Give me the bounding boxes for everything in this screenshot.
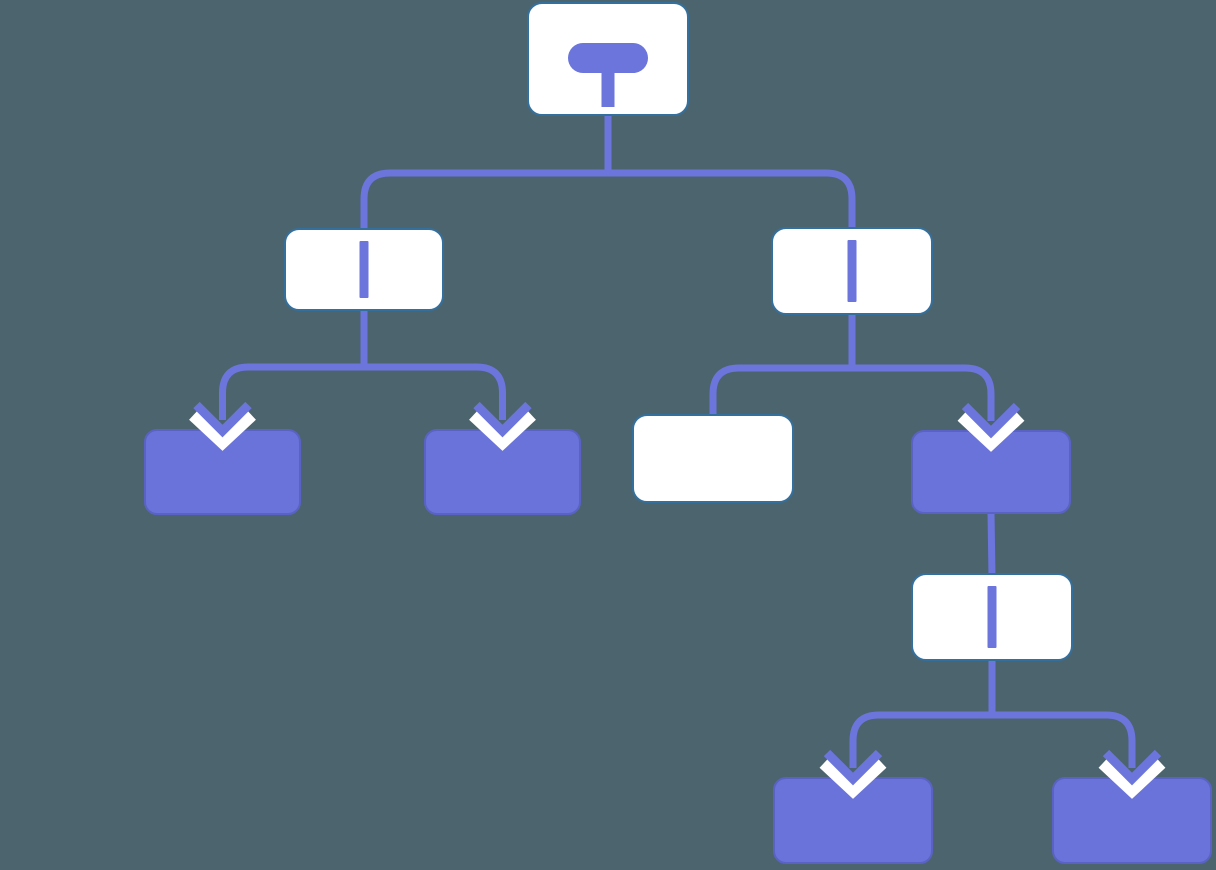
pill-stem-icon [601, 73, 615, 107]
divider-bar-icon [847, 240, 857, 302]
divider-bar-icon [987, 586, 997, 648]
connector-lines [219, 115, 1136, 768]
double-chevron-down-icon [957, 402, 1025, 452]
node-branch-right[interactable] [771, 227, 933, 315]
double-chevron-down-icon [1098, 749, 1166, 799]
node-branch-left[interactable] [284, 228, 444, 311]
edge-left-fork [219, 310, 506, 420]
pill-icon [568, 43, 648, 73]
edge-right-fork [709, 314, 995, 421]
node-root[interactable] [527, 2, 689, 116]
edge-bottom-fork [849, 660, 1136, 768]
node-branch-bottom[interactable] [911, 573, 1073, 661]
arrowheads [189, 401, 1166, 799]
nodes [144, 2, 1212, 864]
node-leaf-right-blank[interactable] [632, 414, 794, 503]
edge-root-fork [360, 115, 856, 231]
edge-mid-link [987, 512, 996, 577]
double-chevron-down-icon [469, 401, 536, 451]
double-chevron-down-icon [189, 401, 256, 451]
divider-bar-icon [359, 241, 369, 298]
double-chevron-down-icon [819, 749, 887, 799]
